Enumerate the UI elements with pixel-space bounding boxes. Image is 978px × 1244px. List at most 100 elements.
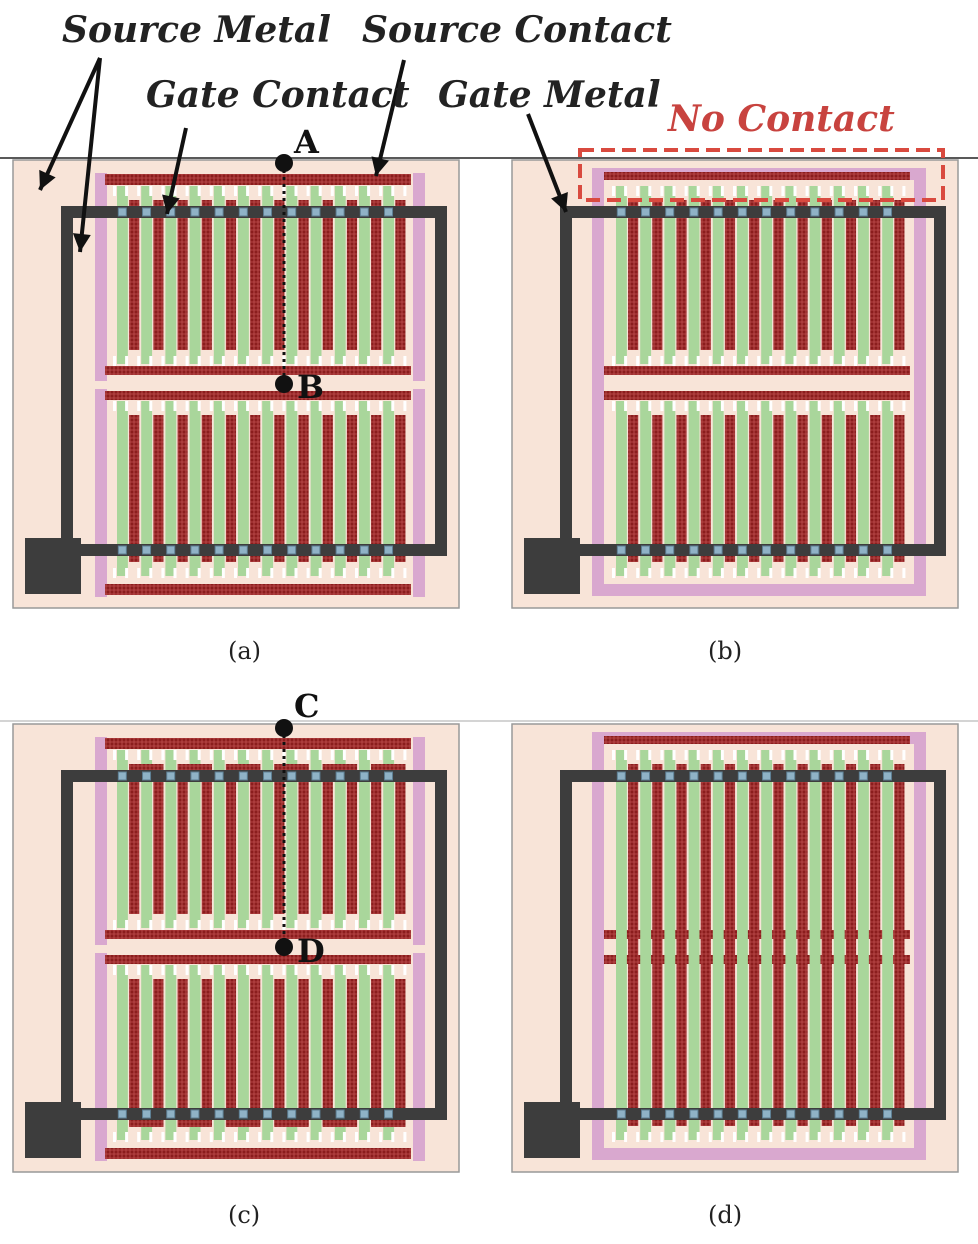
- gate-finger: [189, 750, 201, 928]
- gate-contact-via: [762, 771, 772, 781]
- source-finger: [628, 200, 639, 350]
- finger-tip-bottom: [221, 568, 225, 578]
- source-finger: [346, 200, 358, 350]
- serpentine-link: [371, 764, 406, 771]
- gate-finger: [165, 750, 177, 928]
- finger-tip-top: [720, 750, 724, 760]
- finger-tip-top: [684, 401, 688, 411]
- finger-tip-top: [113, 965, 116, 975]
- finger-tip-bottom: [660, 356, 664, 366]
- finger-tip-bottom: [745, 568, 749, 578]
- finger-tip-top: [890, 401, 894, 411]
- finger-tip-bottom: [793, 1132, 797, 1142]
- source-finger: [225, 979, 237, 1126]
- source-finger: [274, 764, 285, 914]
- gate-contact-via: [616, 771, 626, 781]
- finger-tip-bottom: [793, 568, 797, 578]
- finger-tip-bottom: [294, 356, 298, 366]
- finger-tip-bottom: [624, 356, 628, 366]
- gate-finger: [712, 401, 724, 576]
- source-finger: [821, 200, 832, 350]
- finger-tip-top: [137, 186, 141, 196]
- finger-tip-top: [125, 965, 129, 975]
- source-contact-bar-middle: [105, 930, 411, 939]
- gate-finger: [688, 401, 700, 576]
- gate-contact-via: [858, 1109, 868, 1119]
- gate-contact-via: [834, 771, 844, 781]
- finger-tip-bottom: [270, 1132, 274, 1142]
- finger-tip-bottom: [648, 356, 652, 366]
- finger-tip-bottom: [696, 1132, 700, 1142]
- gate-contact-via: [190, 207, 200, 217]
- gate-finger: [664, 401, 676, 576]
- source-finger: [250, 200, 261, 350]
- serpentine-link: [322, 1120, 358, 1127]
- finger-tip-top: [769, 186, 773, 196]
- gate-finger: [334, 401, 346, 576]
- finger-tip-top: [149, 186, 153, 196]
- source-finger: [845, 200, 857, 350]
- finger-tip-top: [282, 401, 286, 411]
- finger-tip-top: [306, 750, 310, 760]
- source-finger: [371, 764, 382, 914]
- gate-finger: [286, 401, 298, 576]
- finger-tip-top: [149, 750, 153, 760]
- finger-tip-top: [294, 401, 298, 411]
- panel-b: [511, 159, 959, 609]
- finger-tip-top: [113, 401, 116, 411]
- finger-tip-bottom: [745, 1132, 749, 1142]
- finger-tip-bottom: [137, 356, 141, 366]
- finger-tip-bottom: [757, 356, 761, 366]
- gate-finger: [359, 965, 370, 1140]
- gate-finger: [165, 401, 177, 576]
- finger-tip-top: [221, 965, 225, 975]
- finger-tip-bottom: [684, 1132, 688, 1142]
- gate-contact-via: [359, 207, 369, 217]
- gate-contact-via: [713, 1109, 723, 1119]
- finger-tip-bottom: [173, 1132, 177, 1142]
- gate-finger: [688, 750, 700, 1140]
- finger-tip-top: [793, 401, 797, 411]
- finger-tip-bottom: [342, 1132, 346, 1142]
- finger-tip-top: [246, 401, 250, 411]
- finger-tip-bottom: [648, 568, 652, 578]
- finger-tip-bottom: [330, 356, 334, 366]
- finger-tip-bottom: [113, 1132, 116, 1142]
- point-c-dot: [275, 719, 293, 737]
- finger-tip-top: [708, 401, 712, 411]
- finger-tip-bottom: [197, 920, 201, 930]
- finger-tip-bottom: [672, 568, 676, 578]
- gate-contact-via: [142, 545, 152, 555]
- finger-tip-top: [624, 401, 628, 411]
- finger-tip-bottom: [125, 1132, 129, 1142]
- finger-tip-top: [294, 186, 298, 196]
- source-finger: [395, 200, 406, 350]
- finger-tip-bottom: [234, 568, 237, 578]
- source-finger: [322, 979, 333, 1126]
- gate-contact-via: [713, 771, 723, 781]
- finger-tip-bottom: [318, 568, 322, 578]
- source-finger: [821, 764, 832, 1126]
- gate-finger: [737, 186, 748, 364]
- gate-finger: [238, 750, 249, 928]
- finger-tip-top: [696, 186, 700, 196]
- arrow-source-metal-2: [78, 57, 102, 253]
- finger-tip-top: [757, 401, 761, 411]
- gate-finger: [213, 186, 225, 364]
- gate-contact-via: [883, 771, 893, 781]
- gate-finger: [712, 750, 724, 1140]
- gate-finger: [616, 401, 627, 576]
- finger-tip-top: [318, 965, 322, 975]
- gate-pad: [524, 1102, 580, 1158]
- gate-contact-via: [737, 207, 747, 217]
- finger-tip-top: [318, 750, 322, 760]
- finger-tip-top: [696, 401, 700, 411]
- finger-tip-bottom: [246, 568, 250, 578]
- gate-contact-via: [190, 1109, 200, 1119]
- source-finger: [298, 415, 309, 562]
- gate-contact-via: [117, 1109, 127, 1119]
- finger-tip-bottom: [355, 920, 358, 930]
- finger-tip-bottom: [878, 568, 882, 578]
- finger-tip-top: [672, 401, 676, 411]
- gate-metal-right: [934, 206, 946, 556]
